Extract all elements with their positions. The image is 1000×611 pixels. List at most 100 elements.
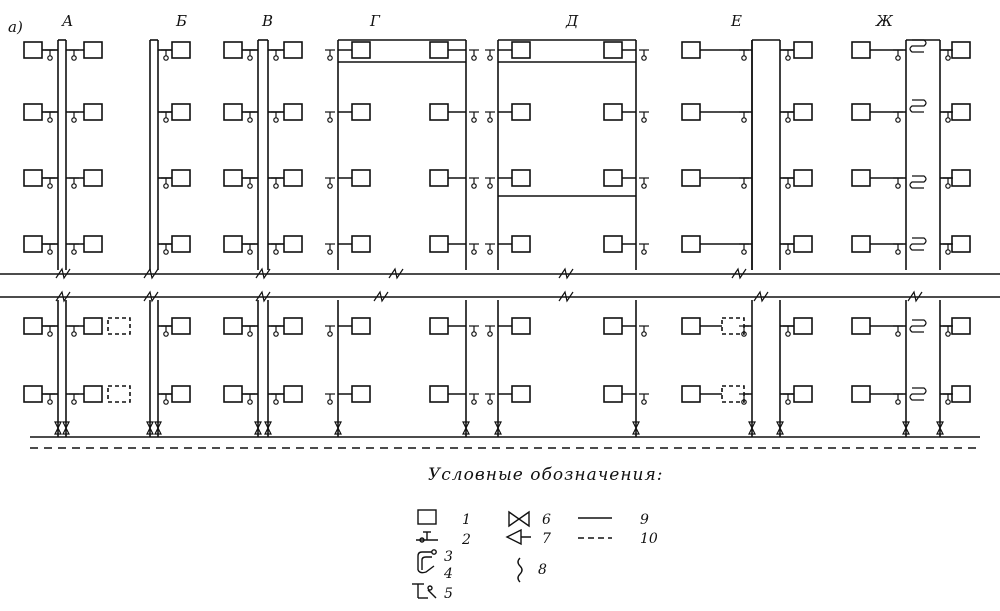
valve-body [47,249,53,255]
radiator [851,41,871,59]
valve-body [47,55,53,61]
radiator [23,169,43,187]
valve-body [163,117,169,123]
coil-loop [909,39,927,53]
radiator [511,103,531,121]
valve-body [273,183,279,189]
valve-body [487,183,493,189]
gate-valve [494,421,502,435]
valve-body [247,331,253,337]
radiator [283,235,303,253]
valve-body [895,399,901,405]
radiator [171,385,191,403]
pipe-break [907,290,923,303]
legend-num-10: 10 [640,531,658,547]
pipe-break [388,267,404,280]
radiator [851,317,871,335]
radiator [951,41,971,59]
valve-body [327,399,333,405]
valve-body [785,117,791,123]
radiator [793,41,813,59]
valve-body [741,55,747,61]
valve-body [741,399,747,405]
valve-body [487,331,493,337]
radiator [429,385,449,403]
gate-valve [254,421,262,435]
valve-body [895,183,901,189]
valve-body [471,117,477,123]
gate-valve [776,421,784,435]
valve-body [487,55,493,61]
radiator [951,103,971,121]
pipe-break [143,290,159,303]
radiator [83,103,103,121]
valve-body [641,331,647,337]
gate-valve [334,421,342,435]
radiator [851,385,871,403]
radiator [681,41,701,59]
legend-num-9: 9 [640,512,649,528]
radiator [951,385,971,403]
radiator [681,169,701,187]
radiator [223,103,243,121]
pipe-break [55,290,71,303]
legend-num-5: 5 [444,586,453,602]
radiator [603,385,623,403]
legend-num-1: 1 [462,512,471,528]
valve-body [741,117,747,123]
pipe-break [558,290,574,303]
radiator [429,235,449,253]
legend-num-3: 3 [444,549,453,565]
pipe-network [0,39,1000,449]
radiator [283,385,303,403]
valve-body [641,117,647,123]
valve-body [71,117,77,123]
pipe-break [731,267,747,280]
valve-body [785,331,791,337]
valve-body [945,249,951,255]
system-label-b: Б [175,12,187,30]
valve-body [641,55,647,61]
radiator [429,41,449,59]
radiator [283,41,303,59]
legend-num-8: 8 [538,562,547,578]
gate-valve [264,421,272,435]
radiator [429,103,449,121]
legend: 1 2 3 4 5 6 7 8 9 [412,509,658,602]
panel-label: а) [8,18,23,36]
gate-valve [936,421,944,435]
system-label-zh: Ж [875,12,894,30]
valve-body [47,117,53,123]
radiator-group [23,41,971,403]
radiator [793,235,813,253]
gate-valve [462,421,470,435]
radiator [851,169,871,187]
radiator [171,41,191,59]
valve-body [327,249,333,255]
loop-icon [417,549,437,574]
valve-body [487,249,493,255]
radiator-dashed [107,385,131,403]
drain-icon [412,583,437,599]
valve-body [163,55,169,61]
gate-valve [146,421,154,435]
valve-body [71,55,77,61]
radiator [83,169,103,187]
valve-body [273,249,279,255]
valve-body [71,399,77,405]
radiator [429,317,449,335]
radiator [223,317,243,335]
radiator [511,385,531,403]
valve-body [471,331,477,337]
valve-body [487,117,493,123]
radiator [83,317,103,335]
gate-valve [748,421,756,435]
radiator [351,385,371,403]
pipe-break [558,267,574,280]
radiator [511,317,531,335]
pipe-break [55,267,71,280]
gate-valve [62,421,70,435]
gate-valve [632,421,640,435]
valve-body [641,249,647,255]
